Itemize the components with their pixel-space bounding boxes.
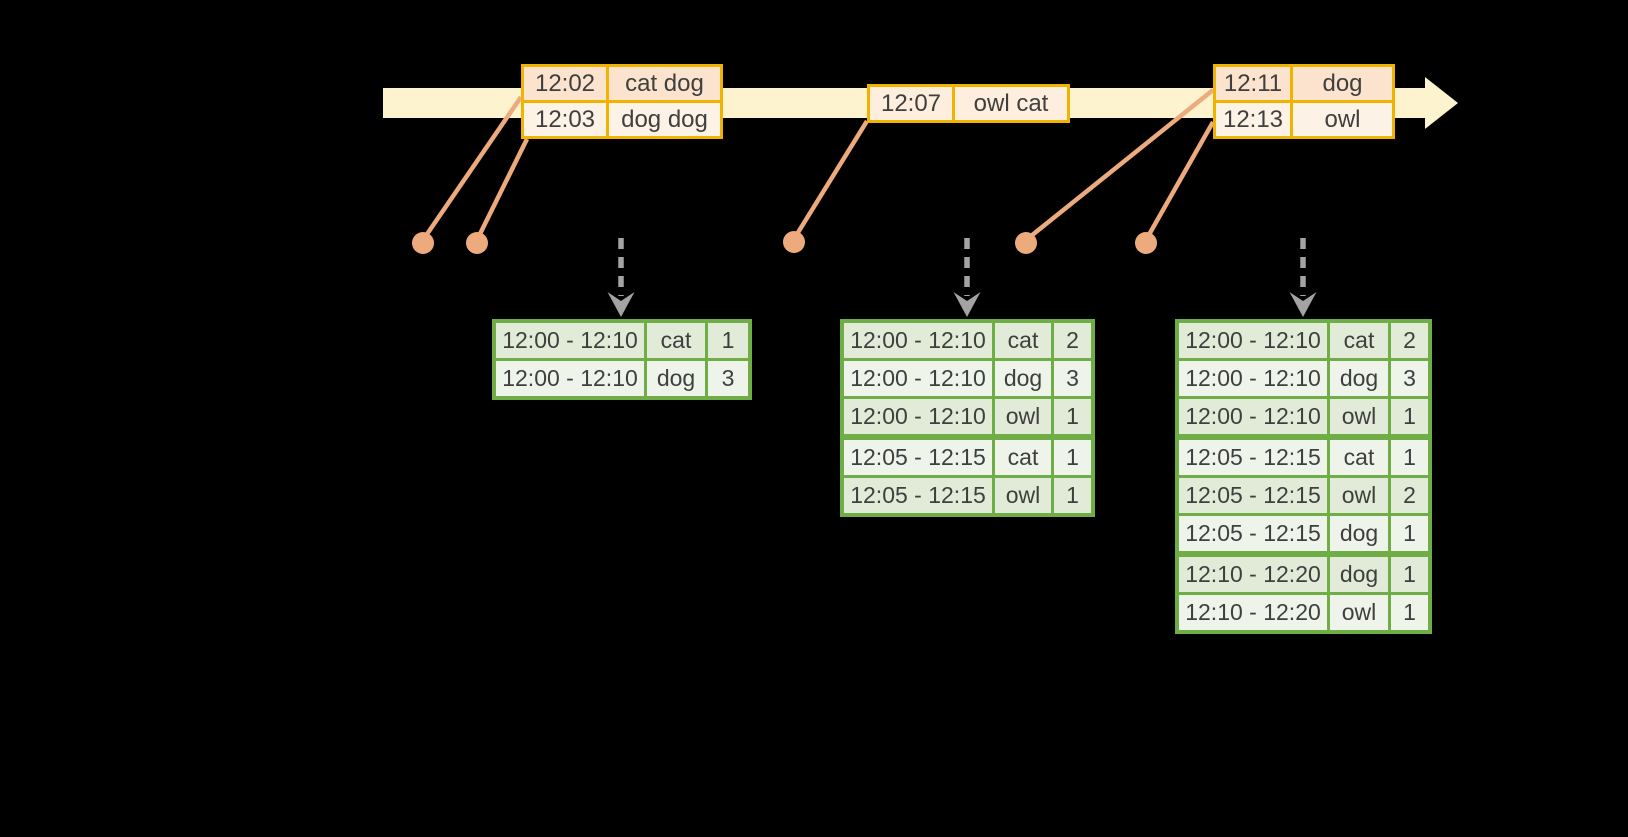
cell-word: dog	[1330, 557, 1388, 592]
cell-word: cat	[995, 323, 1051, 358]
cell-word: dog	[995, 361, 1051, 396]
cell-window: 12:00 - 12:10	[496, 323, 644, 358]
cell-window: 12:00 - 12:10	[844, 361, 992, 396]
cell-window: 12:05 - 12:15	[844, 478, 992, 513]
connector-line	[421, 95, 523, 242]
cell-time: 12:13	[1216, 103, 1290, 136]
cell-time: 12:11	[1216, 67, 1290, 100]
cell-window: 12:05 - 12:15	[844, 440, 992, 475]
cell-count: 1	[1391, 399, 1428, 434]
cell-time: 12:02	[524, 67, 606, 100]
cell-count: 1	[1054, 478, 1091, 513]
event-dot	[466, 232, 488, 254]
cell-window: 12:00 - 12:10	[1179, 323, 1327, 358]
cell-count: 1	[1054, 399, 1091, 434]
cell-word: cat	[995, 440, 1051, 475]
cell-time: 12:03	[524, 103, 606, 136]
cell-count: 3	[1054, 361, 1091, 396]
cell-words: dog	[1293, 67, 1392, 100]
cell-word: owl	[1330, 595, 1388, 630]
connector-line	[474, 138, 530, 241]
cell-words: dog dog	[609, 103, 720, 136]
cell-words: cat dog	[609, 67, 720, 100]
event-dot	[783, 231, 805, 253]
cell-window: 12:10 - 12:20	[1179, 557, 1327, 592]
cell-count: 1	[708, 323, 748, 358]
cell-window: 12:00 - 12:10	[496, 361, 644, 396]
cell-window: 12:00 - 12:10	[1179, 361, 1327, 396]
cell-count: 1	[1391, 595, 1428, 630]
cell-count: 1	[1391, 557, 1428, 592]
cell-count: 3	[1391, 361, 1428, 396]
cell-word: dog	[1330, 516, 1388, 551]
cell-words: owl	[1293, 103, 1392, 136]
cell-count: 1	[1391, 440, 1428, 475]
cell-word: dog	[1330, 361, 1388, 396]
cell-count: 1	[1054, 440, 1091, 475]
cell-window: 12:05 - 12:15	[1179, 516, 1327, 551]
connector-line	[792, 119, 869, 241]
cell-count: 2	[1054, 323, 1091, 358]
cell-window: 12:05 - 12:15	[1179, 440, 1327, 475]
cell-words: owl cat	[955, 87, 1067, 120]
cell-time: 12:07	[870, 87, 952, 120]
cell-word: cat	[1330, 323, 1388, 358]
cell-word: owl	[995, 478, 1051, 513]
emit-arrowhead-icon	[1289, 292, 1317, 317]
cell-window: 12:05 - 12:15	[1179, 478, 1327, 513]
cell-window: 12:10 - 12:20	[1179, 595, 1327, 630]
cell-word: owl	[995, 399, 1051, 434]
cell-count: 1	[1391, 516, 1428, 551]
cell-window: 12:00 - 12:10	[844, 323, 992, 358]
cell-count: 2	[1391, 478, 1428, 513]
cell-word: cat	[647, 323, 705, 358]
cell-window: 12:00 - 12:10	[1179, 399, 1327, 434]
emit-arrowhead-icon	[953, 292, 981, 317]
cell-word: cat	[1330, 440, 1388, 475]
cell-word: owl	[1330, 399, 1388, 434]
connector-line	[1024, 88, 1215, 242]
emit-arrowhead-icon	[607, 292, 635, 317]
cell-word: dog	[647, 361, 705, 396]
event-dot	[1135, 232, 1157, 254]
event-dot	[1015, 232, 1037, 254]
connector-line	[1144, 120, 1215, 242]
cell-word: owl	[1330, 478, 1388, 513]
cell-count: 3	[708, 361, 748, 396]
event-dot	[412, 232, 434, 254]
cell-count: 2	[1391, 323, 1428, 358]
cell-window: 12:00 - 12:10	[844, 399, 992, 434]
timeline-arrowhead-icon	[1425, 77, 1458, 129]
